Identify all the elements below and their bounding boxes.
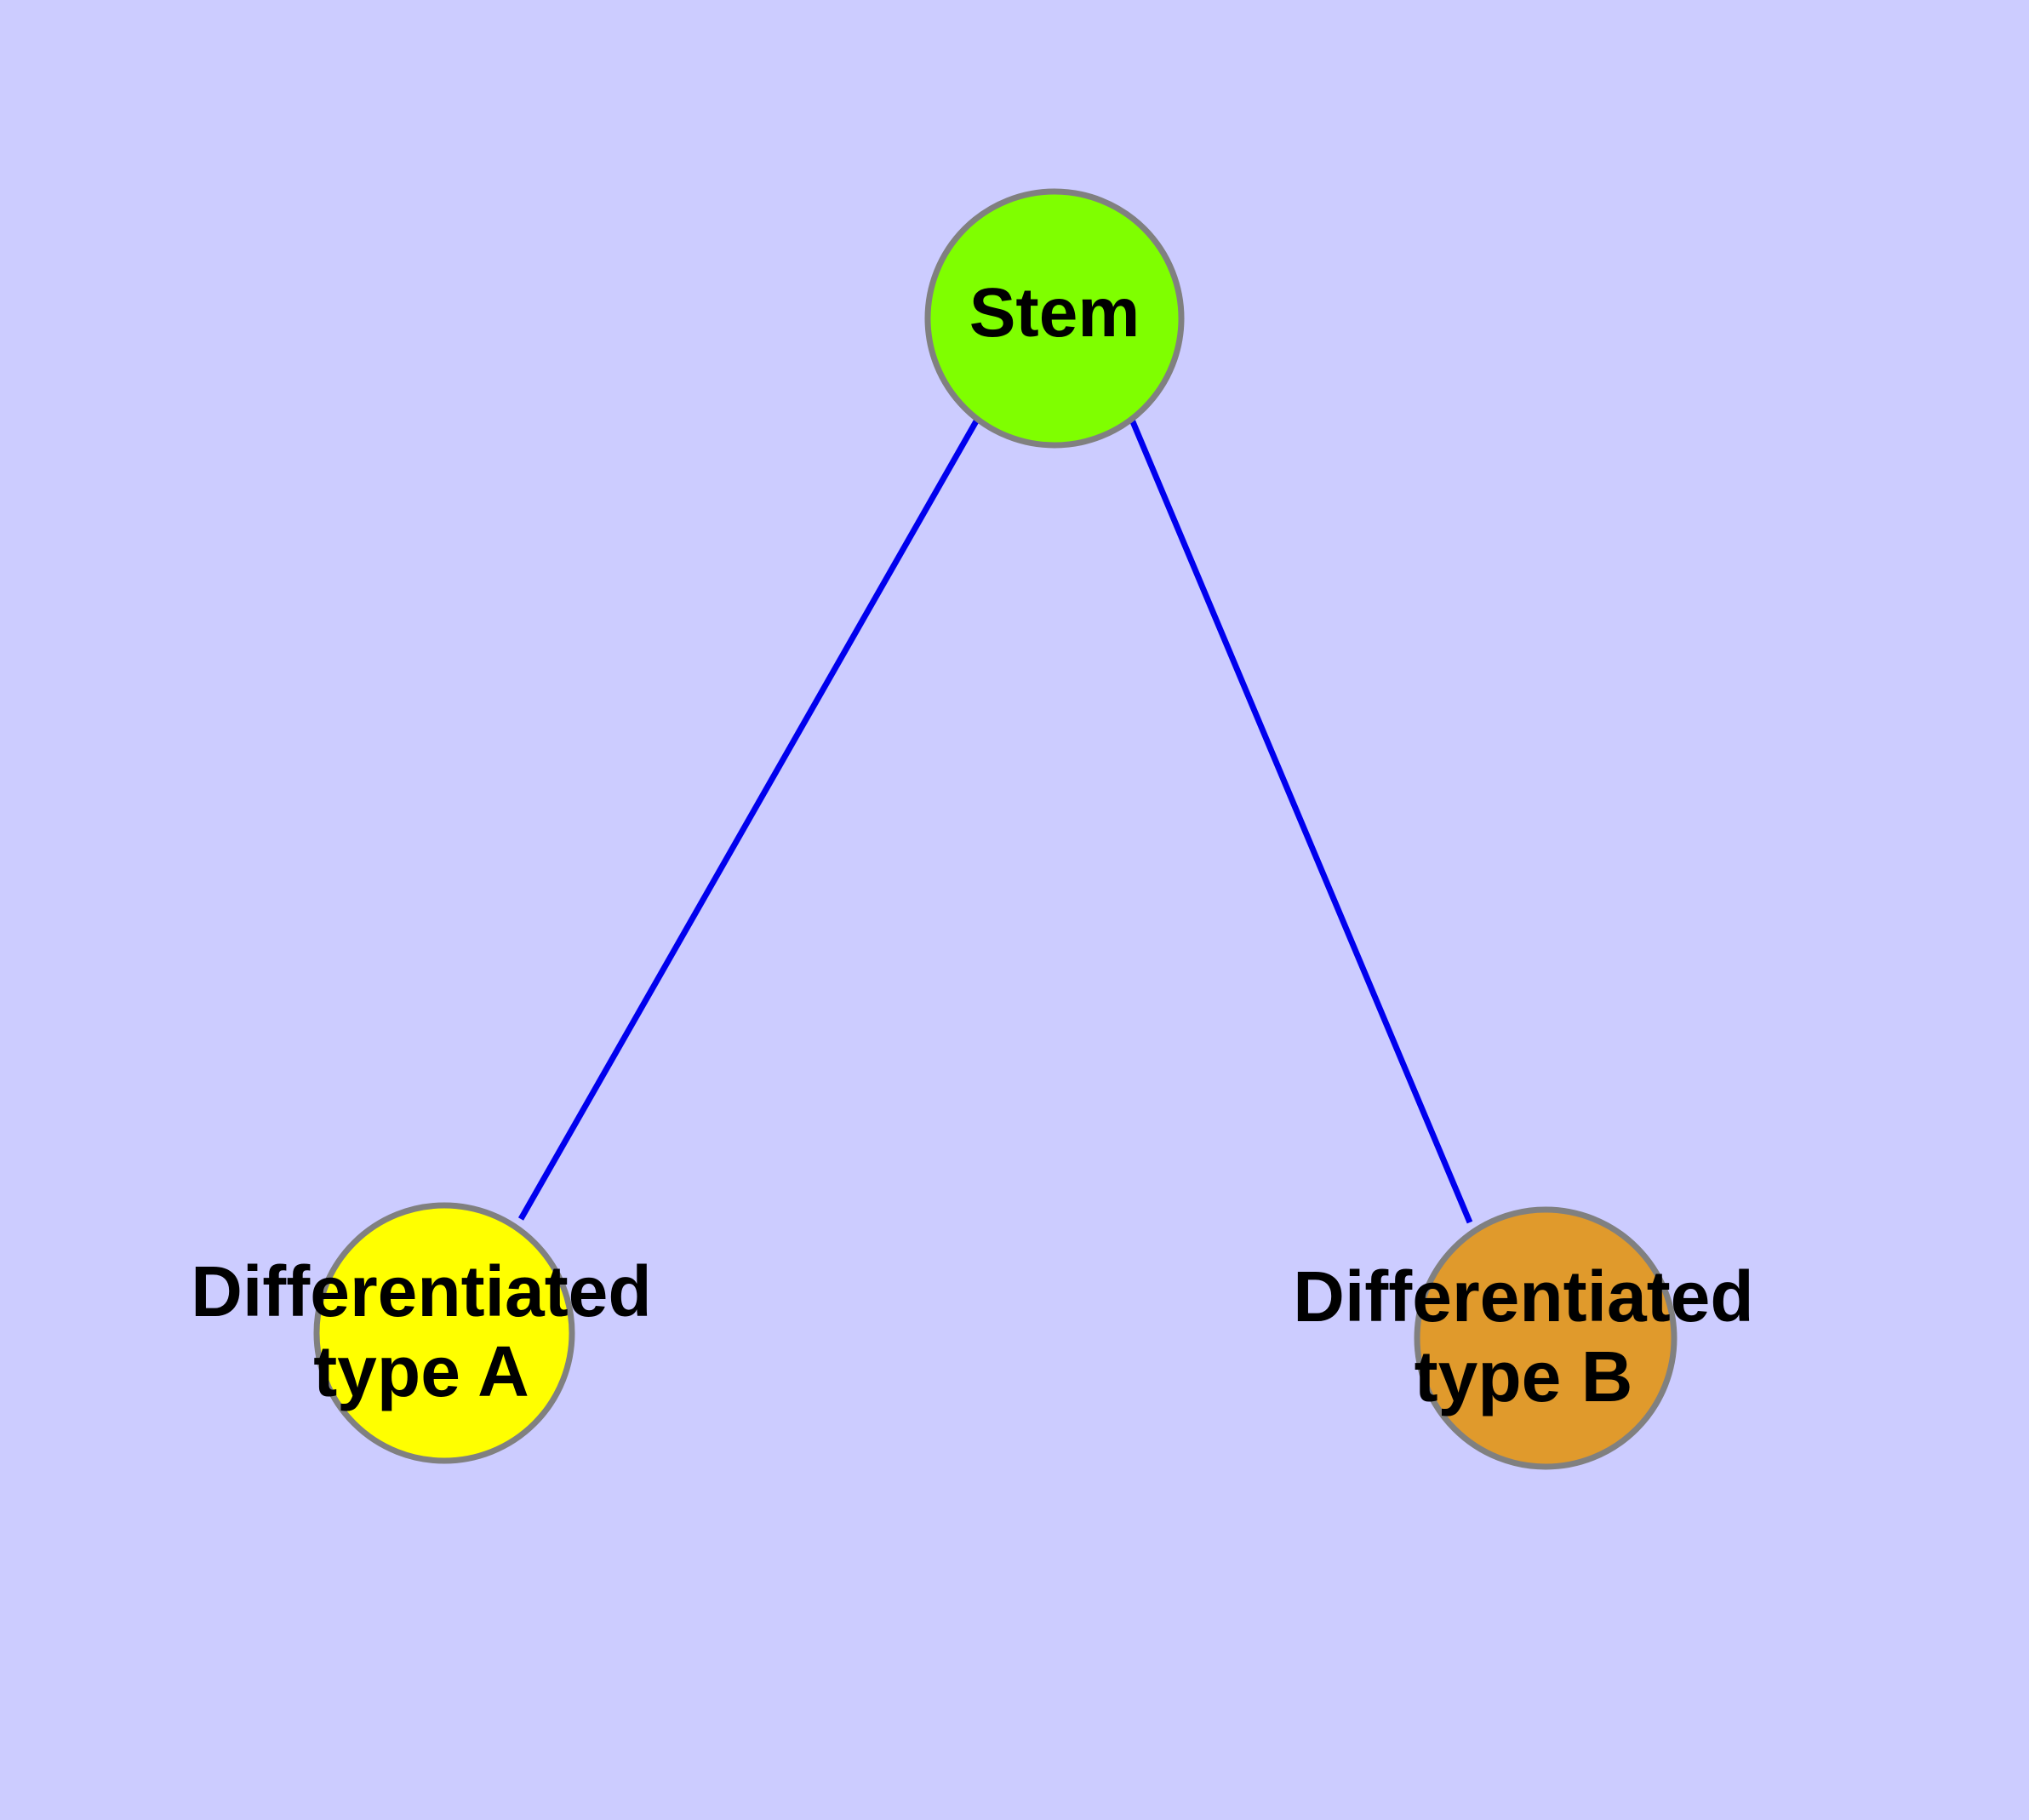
- edge-layer: [517, 418, 1473, 1224]
- edge-stem-to-type-b[interactable]: [1129, 418, 1473, 1224]
- node-differentiated-type-b[interactable]: [1414, 1206, 1677, 1470]
- node-layer: [313, 188, 1677, 1470]
- node-stem[interactable]: [924, 188, 1185, 449]
- node-differentiated-type-a[interactable]: [313, 1202, 575, 1464]
- edge-stem-to-type-a[interactable]: [517, 418, 980, 1221]
